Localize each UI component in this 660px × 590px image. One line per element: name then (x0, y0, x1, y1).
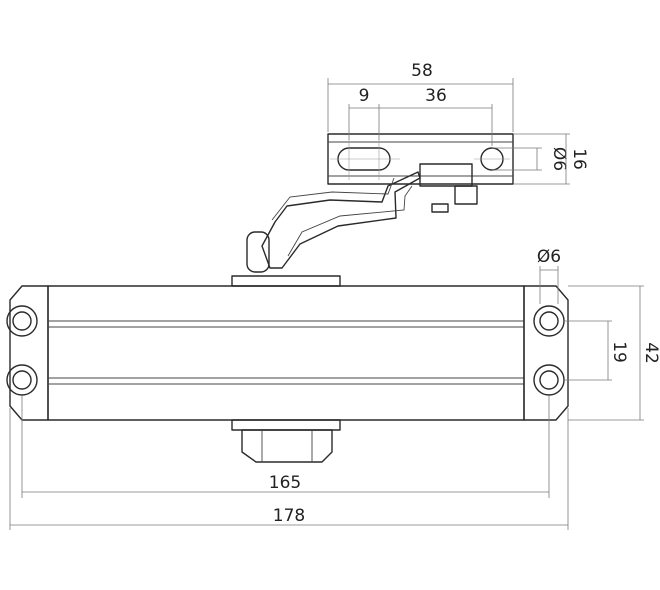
dim-body-hole-spacing: 19 (564, 320, 629, 381)
hole-left-bottom (6, 364, 38, 396)
hole-right-bottom (533, 364, 565, 396)
hole-right-top (533, 305, 565, 337)
dim-bracket-height: 16 (513, 133, 589, 185)
label-178: 178 (273, 506, 305, 526)
dim-hole-spacing-bracket: 36 (379, 86, 493, 146)
bracket-hole (474, 147, 510, 171)
label-9: 9 (359, 86, 370, 106)
label-19: 19 (609, 341, 629, 363)
label-body-hole: Ø6 (537, 247, 561, 267)
label-16: 16 (569, 148, 589, 170)
hole-left-top (6, 305, 38, 337)
dim-slot-length: 9 (348, 86, 380, 140)
dim-bracket-hole: Ø6 (492, 147, 569, 171)
adjustment-valve (231, 419, 341, 463)
label-36: 36 (425, 86, 447, 106)
label-42: 42 (641, 342, 660, 364)
label-bracket-hole: Ø6 (549, 147, 569, 171)
spindle-cap (231, 275, 341, 287)
dim-body-height: 42 (568, 285, 660, 421)
body-mounting-holes (6, 305, 565, 396)
closer-body (9, 285, 569, 421)
label-165: 165 (269, 473, 301, 493)
dim-bracket-length: 58 (327, 61, 514, 132)
dim-body-hole: Ø6 (537, 247, 561, 304)
bracket-slot (330, 140, 400, 180)
label-58: 58 (411, 61, 433, 81)
closer-arm (246, 163, 478, 273)
dim-overall-length: 178 (9, 408, 569, 530)
dim-hole-centers: 165 (21, 396, 550, 498)
